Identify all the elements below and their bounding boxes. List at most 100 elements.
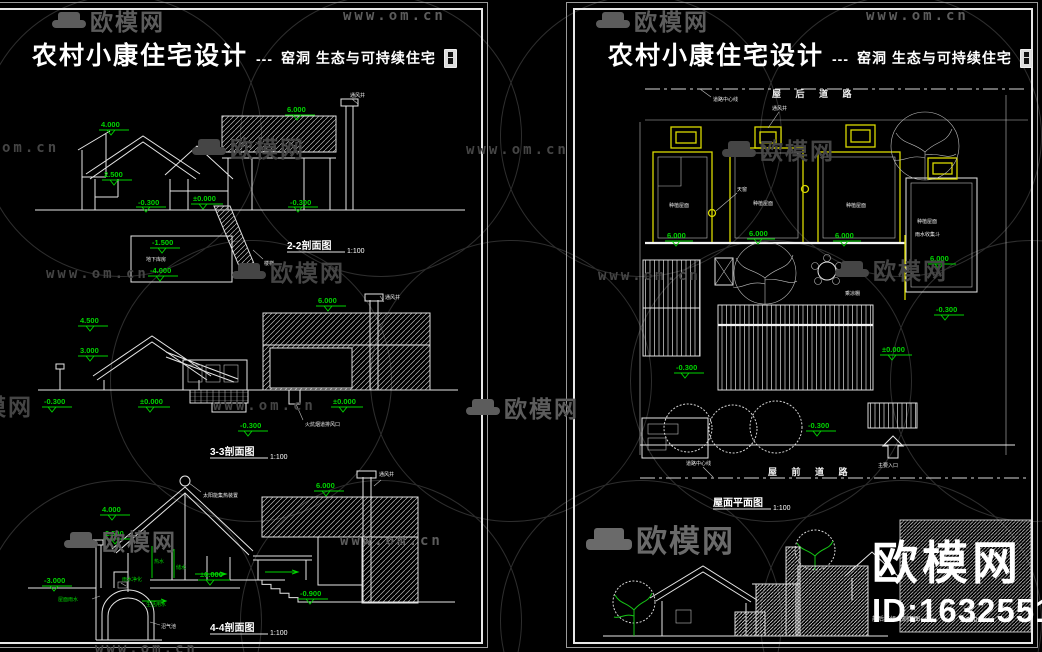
watermark: www.om.cn: [343, 8, 446, 24]
drawing-scale: 1:100: [270, 454, 288, 461]
drawing-scale: 1:100: [773, 505, 791, 512]
biogas-pit-label: 沼气池: [161, 623, 176, 630]
watermark-brand: 欧模网: [90, 9, 165, 35]
section-3-3-dimensions: 4.500 3.000 -0.300 ±0.000 -0.300 ±0.000 …: [42, 296, 363, 437]
water-storage-label: 储水: [176, 564, 186, 571]
road-centerline-label: 道路中心线: [713, 96, 738, 103]
vent-shaft-label: 通风井: [350, 92, 365, 99]
drawing-scale: 1:100: [347, 248, 365, 255]
elevation-label: -3.000: [44, 576, 65, 585]
page-title: 农村小康住宅设计: [32, 42, 249, 70]
watermark-site: www.om.cn: [213, 398, 316, 414]
roof-plan-drawing: 屋 后 道 路 道路中心线 通风井 天窗 种植屋面 种植屋面 种植屋面 种植屋面…: [639, 88, 1028, 512]
watermark: 欧模网: [64, 523, 177, 557]
title-separator: ---: [832, 51, 850, 67]
elevation-label: -0.300: [676, 363, 697, 372]
front-road-label: 屋 前 道 路: [768, 466, 854, 477]
page-subtitle: 窑洞 生态与可持续住宅: [857, 50, 1012, 66]
elevation-label: 4.500: [80, 316, 99, 325]
watermark: 欧模网: [596, 3, 709, 37]
sofa-icon: [722, 141, 756, 157]
watermark-brand: 欧模网: [230, 136, 305, 162]
rain-collector-label: 雨水收集斗: [915, 231, 940, 238]
drawing-title: 前后排组合剖面图: [872, 615, 920, 623]
sofa-icon: [466, 399, 500, 415]
hot-water-label: 热水: [154, 558, 164, 565]
page-title: 农村小康住宅设计: [608, 42, 825, 70]
drawing-title: 3-3剖面图: [210, 445, 254, 458]
watermark: 欧模网: [466, 390, 579, 424]
solar-collector-label: 太阳能集热装置: [203, 492, 238, 499]
elevation-label: -0.300: [44, 397, 65, 406]
elevation-label: ±0.000: [140, 397, 163, 406]
sofa-icon: [192, 139, 226, 155]
watermark-site: www.om.cn: [598, 268, 701, 284]
watermark-site: www.om.cn: [340, 533, 443, 549]
vent-shaft-label: 通风井: [772, 105, 787, 112]
pergola-label: 乘凉棚: [845, 290, 860, 297]
watermark: om.cn: [2, 140, 59, 156]
skylight-label: 天窗: [737, 186, 747, 193]
watermark: 欧模网: [232, 254, 345, 288]
drawing-title: 4-4剖面图: [210, 621, 254, 634]
page-subtitle: 窑洞 生态与可持续住宅: [281, 50, 436, 66]
section-3-3-drawing: 4.500 3.000 -0.300 ±0.000 -0.300 ±0.000 …: [38, 293, 458, 461]
elevation-label: 6.000: [930, 254, 949, 263]
sofa-icon: [586, 527, 632, 550]
roof-rainwater-label: 屋面雨水: [58, 596, 78, 603]
elevation-label: -0.300: [290, 198, 311, 207]
watermark: 欧模网: [52, 3, 165, 37]
back-road-label: 屋 后 道 路: [772, 88, 858, 99]
watermark-site: www.om.cn: [343, 8, 446, 24]
elevation-label: 6.000: [667, 231, 686, 240]
elevation-label: 3.000: [80, 346, 99, 355]
planted-roof-label: 种植屋面: [669, 202, 689, 209]
sofa-icon: [835, 261, 869, 277]
elevation-label: -0.300: [808, 421, 829, 430]
watermark: www.om.cn: [598, 268, 701, 284]
elevation-label: -0.900: [300, 589, 321, 598]
living-water-label: 生活用水: [146, 601, 166, 608]
section-3-3-geometry: [38, 293, 458, 421]
watermark: 欧模网: [586, 516, 735, 561]
watermark-big-id: ID:1632551: [872, 592, 1042, 629]
watermark-brand: 欧模网: [102, 529, 177, 555]
watermark-brand: 欧模网: [760, 138, 835, 164]
watermark-big-brand: 欧模网: [872, 537, 1022, 589]
elevation-label: ±0.000: [193, 194, 216, 203]
drawing-scale: 1:100: [270, 630, 288, 637]
flue-outlet-label: 火炕烟道排风口: [305, 421, 340, 428]
title-stamp-icon: [443, 49, 457, 68]
elevation-label: 6.000: [749, 229, 768, 238]
watermark: 欧模网: [192, 130, 305, 164]
section-4-4-dimensions: 4.000 2.500 -3.000 ±0.000 6.000 -0.900: [42, 481, 344, 605]
elevation-label: ±0.000: [200, 570, 223, 579]
elevation-label: -0.300: [138, 198, 159, 207]
watermark-site-short: om.cn: [2, 140, 60, 156]
vent-shaft-label: 通风井: [385, 294, 400, 301]
watermark: www.om.cn: [466, 142, 569, 158]
watermark-site: www.om.cn: [466, 142, 569, 158]
vent-shaft-label: 通风井: [379, 471, 394, 478]
sofa-icon: [64, 532, 98, 548]
right-panel-title: 农村小康住宅设计 --- 窑洞 生态与可持续住宅: [608, 44, 1033, 69]
watermark-brand: 欧模网: [634, 9, 709, 35]
watermark-brand: 欧模网: [636, 524, 735, 559]
watermark-brand: 欧模网: [0, 394, 33, 420]
elevation-label: 6.000: [835, 231, 854, 240]
sofa-icon: [52, 12, 86, 28]
roof-plan-dimensions: 6.000 6.000 6.000 6.000 -0.300 ±0.000 -0…: [665, 229, 964, 437]
planted-roof-label: 种植屋面: [846, 202, 866, 209]
elevation-label: 6.000: [287, 105, 306, 114]
combined-section-geometry: [603, 519, 1031, 637]
sofa-icon: [232, 263, 266, 279]
elevation-label: 4.000: [101, 120, 120, 129]
watermark: 欧模网: [722, 132, 835, 166]
elevation-label: 2.500: [104, 170, 123, 179]
title-stamp-icon: [1019, 49, 1033, 68]
elevation-label: -0.300: [936, 305, 957, 314]
elevation-label: ±0.000: [882, 345, 905, 354]
watermark: www.om.cn: [46, 266, 149, 282]
stair-label: 楼梯: [264, 260, 274, 267]
